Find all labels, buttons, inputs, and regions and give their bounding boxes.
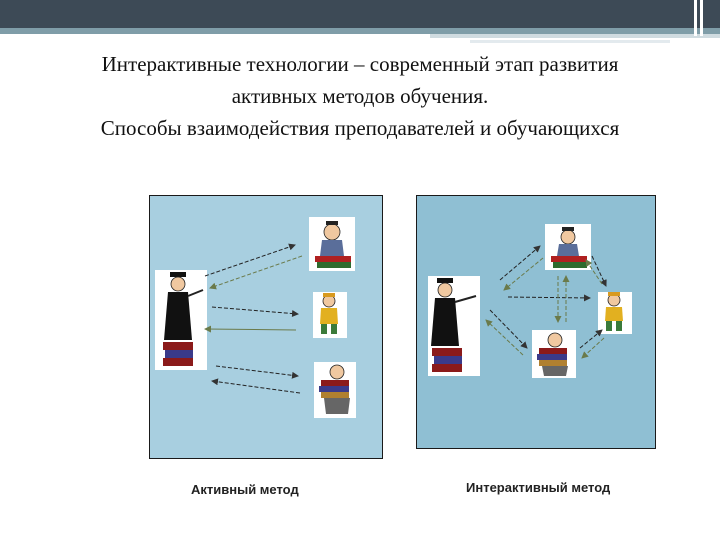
header-accent-stripe — [0, 28, 720, 34]
student-figure-interactive-1 — [545, 224, 591, 270]
student-figure-active-2 — [313, 292, 347, 338]
title-line-1: Интерактивные технологии – современный э… — [101, 52, 619, 76]
header-light-stripe — [430, 34, 720, 38]
corner-divider — [700, 0, 703, 36]
arrow-teacher-to-student2 — [211, 306, 299, 318]
arrow-student2-to-student1 — [585, 259, 603, 285]
slide-title: Интерактивные технологии – современный э… — [0, 48, 720, 144]
student-figure-active-1 — [309, 217, 355, 271]
title-line-3: Способы взаимодействия преподавателей и … — [100, 116, 620, 140]
arrow-teacher-to-student3 — [215, 365, 299, 379]
student-figure-active-3 — [314, 362, 356, 418]
interactive-arrows — [485, 245, 607, 359]
arrow-student1-to-teacher — [209, 255, 303, 290]
teacher-figure-interactive — [428, 276, 480, 376]
header-light-stripe-2 — [470, 40, 670, 43]
arrow-teacher-to-student1 — [204, 243, 296, 277]
caption-interactive-method: Интерактивный метод — [466, 480, 611, 495]
student-figure-interactive-2 — [598, 292, 632, 334]
teacher-figure-active — [155, 270, 207, 370]
arrow-student1-to-teacher-b — [503, 257, 544, 291]
arrow-student1-to-student2 — [591, 255, 607, 287]
corner-divider — [694, 0, 697, 36]
arrow-student3-to-teacher — [211, 378, 301, 394]
arrow-teacher-to-student2 — [507, 294, 591, 302]
caption-active-method: Активный метод — [191, 482, 299, 497]
header-bar — [0, 0, 720, 28]
arrow-teacher-to-student3 — [489, 309, 528, 349]
active-arrows — [204, 243, 303, 394]
arrow-student3-to-student2 — [579, 329, 603, 349]
arrow-teacher-to-student1-a — [499, 245, 541, 281]
title-line-2: активных методов обучения. — [231, 84, 489, 108]
arrow-student2-to-teacher — [204, 325, 297, 333]
arrow-student3-to-teacher — [485, 319, 524, 356]
student-figure-interactive-3 — [532, 330, 576, 378]
arrow-student2-to-student3 — [581, 337, 605, 359]
